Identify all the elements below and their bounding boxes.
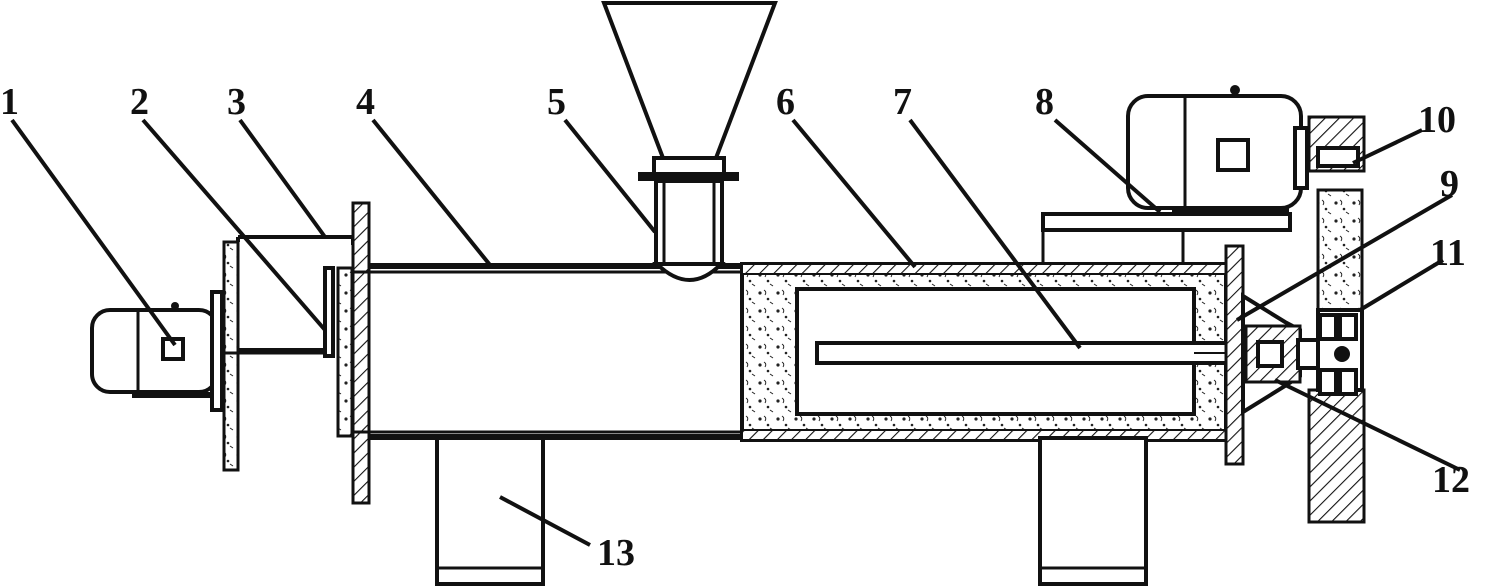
label-10: 10	[1418, 99, 1456, 141]
label-1: 1	[0, 81, 19, 123]
right-motor-window	[1216, 138, 1250, 172]
label-8: 8	[1035, 81, 1054, 123]
left-end-plate	[336, 266, 354, 438]
bearing-race	[1256, 340, 1284, 368]
right-flange	[1224, 244, 1245, 466]
shaft	[815, 341, 1261, 365]
right-motor	[1041, 85, 1309, 264]
drive-pulley	[1307, 115, 1366, 524]
label-13: 13	[597, 532, 635, 574]
inlet-mouth	[652, 262, 726, 282]
support-legs	[435, 436, 1148, 586]
label-11: 11	[1430, 232, 1466, 274]
part-labels: 1 2 3 4 5 6 7 8 9 10 11 12 13	[0, 81, 1470, 574]
main-barrel	[352, 263, 742, 440]
auger-blade	[323, 266, 335, 358]
label-5: 5	[547, 81, 566, 123]
right-motor-base	[1172, 208, 1289, 215]
motor-platform	[1041, 212, 1292, 232]
left-flange	[351, 201, 371, 505]
left-mount-plate	[222, 240, 240, 472]
upper-pulley-hub	[1316, 146, 1360, 168]
left-motor-body	[90, 308, 219, 394]
label-12: 12	[1432, 459, 1470, 501]
label-6: 6	[776, 81, 795, 123]
left-motor	[90, 290, 224, 412]
left-end-flange	[336, 201, 371, 505]
leader-lines	[10, 118, 1461, 547]
right-motor-body	[1126, 94, 1303, 210]
label-2: 2	[130, 81, 149, 123]
inlet-pipe	[654, 179, 724, 268]
right-leg	[1038, 436, 1148, 586]
label-9: 9	[1440, 163, 1459, 205]
heating-chamber	[740, 244, 1261, 466]
feed-hopper	[601, 1, 778, 282]
hopper-flange	[638, 172, 739, 181]
left-motor-flange	[210, 290, 224, 412]
label-7: 7	[893, 81, 912, 123]
label-4: 4	[356, 81, 375, 123]
left-motor-base	[132, 392, 214, 398]
hopper-funnel	[601, 1, 778, 160]
left-bracket	[222, 235, 355, 472]
right-motor-flange	[1293, 126, 1309, 190]
label-3: 3	[227, 81, 246, 123]
